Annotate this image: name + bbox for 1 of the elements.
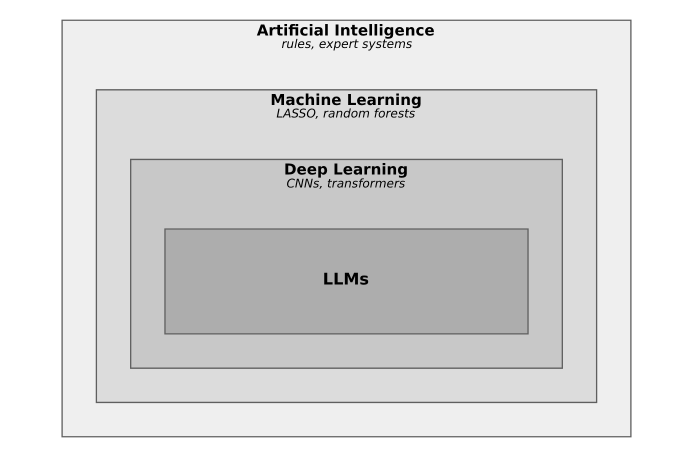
node-box: LLMs bbox=[164, 228, 529, 335]
